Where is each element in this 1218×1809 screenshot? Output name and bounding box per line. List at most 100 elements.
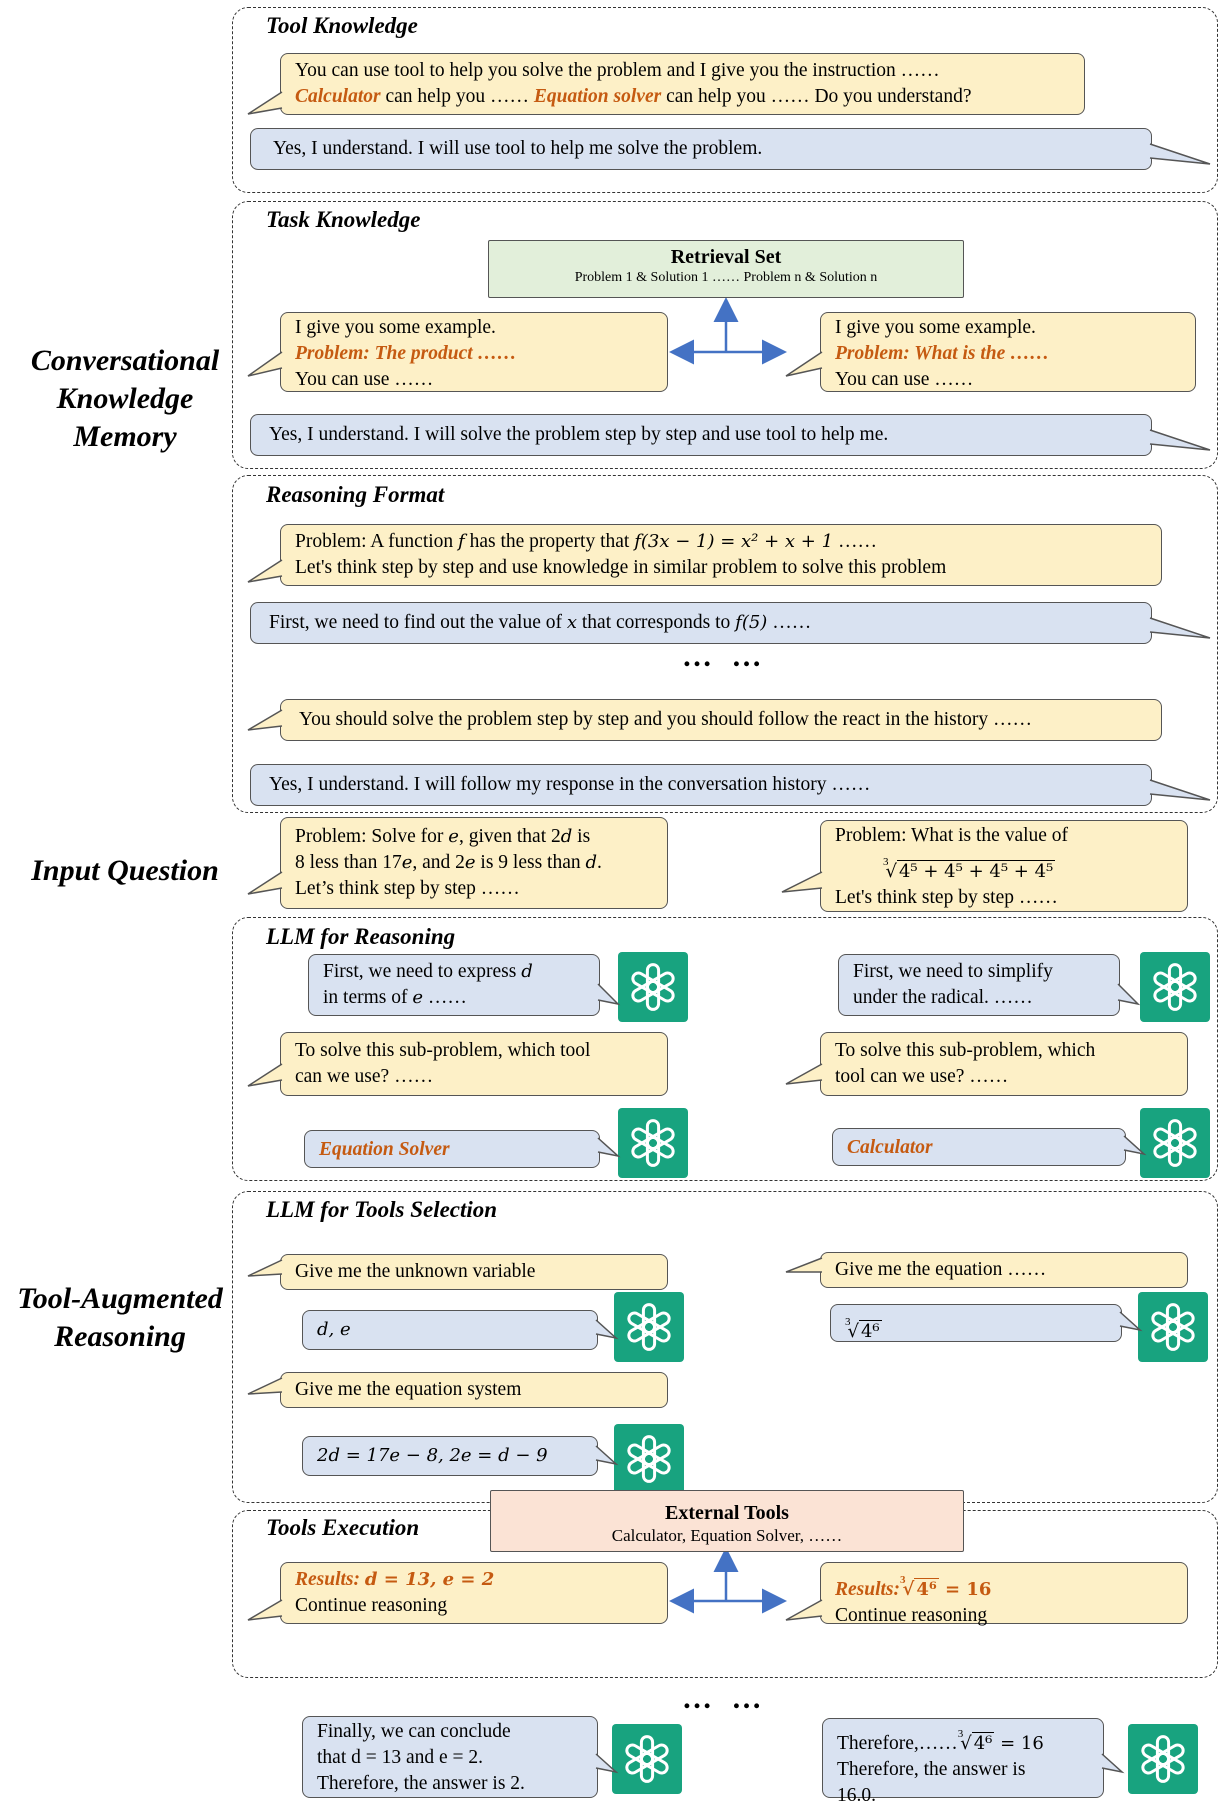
which-tool-right-line1: To solve this sub-problem, which: [835, 1040, 1096, 1061]
first-step-reply-bubble: First, we need to find out the value of …: [250, 602, 1152, 644]
final-text: Therefore,……: [837, 1733, 958, 1754]
bubble-tail: [1149, 143, 1211, 165]
final-right-reply-bubble: Therefore,……3√4⁶ = 16 Therefore, the ans…: [822, 1718, 1104, 1806]
math-d: d: [521, 961, 533, 982]
label-input-question: Input Question: [31, 854, 219, 887]
section-title-tools-selection: LLM for Tools Selection: [266, 1197, 498, 1222]
radical-sign: √: [902, 1579, 915, 1600]
retrieval-set-box: Retrieval Set Problem 1 & Solution 1 …… …: [488, 240, 964, 298]
reply-text: ……: [767, 612, 812, 633]
bubble-tail: [247, 1063, 283, 1087]
example-left-bubble: I give you some example. Problem: The pr…: [280, 312, 668, 392]
which-tool-left-line1: To solve this sub-problem, which tool: [295, 1040, 591, 1061]
which-tool-left-line2: can we use? ……: [295, 1066, 434, 1087]
input-text: , given that 2: [458, 826, 561, 847]
llm-right-reply-line1: First, we need to simplify: [853, 961, 1053, 982]
bubble-tail: [247, 1377, 283, 1395]
radical-sign: √: [960, 1733, 972, 1754]
problem-prompt-bubble: Problem: A function f has the property t…: [280, 524, 1162, 586]
bubble-tail: [247, 1259, 283, 1277]
equation-solver-answer-bubble: Equation Solver: [304, 1130, 600, 1168]
tool-instruction-line1: You can use tool to help you solve the p…: [295, 60, 940, 81]
bubble-tail: [1119, 1311, 1143, 1332]
chatgpt-logo-icon: [618, 952, 688, 1022]
equation-solver-answer: Equation Solver: [319, 1139, 450, 1160]
chatgpt-logo-icon: [614, 1292, 684, 1362]
equation-solver-highlight: Equation solver: [533, 86, 662, 107]
input-text: , and 2: [412, 852, 465, 873]
problem-prompt-line1: Problem: A function f has the property t…: [295, 529, 1147, 555]
section-title-reasoning-format: Reasoning Format: [266, 482, 445, 507]
prompt-text: Problem: A function: [295, 531, 459, 552]
final-right-line3: 16.0.: [837, 1785, 876, 1806]
label-memory-line3: Memory: [73, 420, 177, 453]
tool-instruction-text: can help you ……: [380, 86, 534, 107]
external-tools-title: External Tools: [665, 1502, 789, 1524]
calculator-answer: Calculator: [847, 1137, 933, 1158]
radicand: 4⁶: [858, 1320, 882, 1342]
unknown-variable-prompt-bubble: Give me the unknown variable: [280, 1254, 668, 1290]
section-title-task-knowledge: Task Knowledge: [266, 207, 421, 232]
chatgpt-logo-icon: [612, 1724, 682, 1794]
final-left-line1: Finally, we can conclude: [317, 1721, 511, 1742]
example-right-line1: I give you some example.: [835, 317, 1036, 338]
equation-system-answer-bubble: 2d = 17e − 8, 2e = d − 9: [302, 1436, 598, 1476]
root-index: 3: [845, 1316, 851, 1328]
reply-text: First, we need to express: [323, 961, 522, 982]
radical-sign: √: [885, 861, 897, 882]
bubble-tail: [247, 1599, 283, 1621]
task-reply-text: Yes, I understand. I will solve the prob…: [269, 424, 889, 445]
reply-text: that corresponds to: [577, 612, 736, 633]
bubble-tail: [595, 1319, 619, 1340]
label-tool-aug-line1: Tool-Augmented: [17, 1282, 223, 1315]
problem-prompt-line2: Let's think step by step and use knowled…: [295, 557, 947, 578]
follow-history-reply-bubble: Yes, I understand. I will follow my resp…: [250, 764, 1152, 806]
which-tool-left-bubble: To solve this sub-problem, which tool ca…: [280, 1032, 668, 1096]
llm-left-reply-line2: in terms of e ……: [323, 985, 585, 1011]
tool-reply-text: Yes, I understand. I will use tool to he…: [273, 138, 763, 159]
chatgpt-logo-shape: [1141, 1735, 1185, 1783]
final-right-line1: Therefore,……3√4⁶ = 16: [837, 1721, 1089, 1757]
retrieval-set-title: Retrieval Set: [670, 246, 782, 268]
result-right-line2: Continue reasoning: [835, 1605, 988, 1626]
bubble-tail: [595, 1753, 619, 1774]
final-left-line3: Therefore, the answer is 2.: [317, 1773, 525, 1794]
chatgpt-logo-shape: [625, 1735, 669, 1783]
label-memory-line2: Knowledge: [56, 382, 194, 415]
math-e: e: [448, 826, 459, 847]
variables-answer-bubble: d, e: [302, 1310, 598, 1350]
chatgpt-logo-icon: [1128, 1724, 1198, 1794]
llm-right-reply-line2: under the radical. ……: [853, 987, 1033, 1008]
chatgpt-logo-icon: [618, 1108, 688, 1178]
equation-prompt-bubble: Give me the equation ……: [820, 1252, 1188, 1288]
equation-prompt-text: Give me the equation ……: [835, 1259, 1047, 1280]
chatgpt-logo-icon: [1138, 1292, 1208, 1362]
radicand: 4⁶: [914, 1578, 939, 1600]
bubble-tail: [785, 351, 823, 377]
bubble-tail: [247, 351, 283, 377]
math-x: x: [566, 612, 578, 633]
follow-history-text: Yes, I understand. I will follow my resp…: [269, 774, 871, 795]
input-text: Problem: Solve for: [295, 826, 449, 847]
prompt-text: ……: [833, 531, 877, 552]
calculator-highlight: Calculator: [295, 86, 381, 107]
chatgpt-logo-shape: [1153, 963, 1197, 1011]
chatgpt-logo-shape: [1151, 1303, 1195, 1351]
bubble-tail: [785, 1599, 823, 1621]
math-e: e: [464, 852, 476, 873]
final-left-line2: that d = 13 and e = 2.: [317, 1747, 484, 1768]
llm-left-reply-bubble: First, we need to express d in terms of …: [308, 954, 600, 1016]
bubble-tail: [785, 1063, 823, 1085]
root-index: 3: [957, 1728, 964, 1740]
example-left-line3: You can use ……: [295, 369, 434, 390]
result-right-line1: Results:3√4⁶ = 16: [835, 1567, 1173, 1603]
reply-text: ……: [423, 987, 467, 1008]
bubble-tail: [247, 559, 283, 583]
root-index: 3: [883, 856, 889, 868]
result-left-bubble: Results: d = 13, e = 2 Continue reasonin…: [280, 1562, 668, 1624]
section-title-tools-execution: Tools Execution: [266, 1515, 420, 1540]
bubble-tail: [597, 1137, 621, 1158]
result-left-value: d = 13, e = 2: [364, 1569, 495, 1590]
result-right-value: = 16: [938, 1579, 992, 1600]
bubble-tail: [1123, 1135, 1147, 1156]
